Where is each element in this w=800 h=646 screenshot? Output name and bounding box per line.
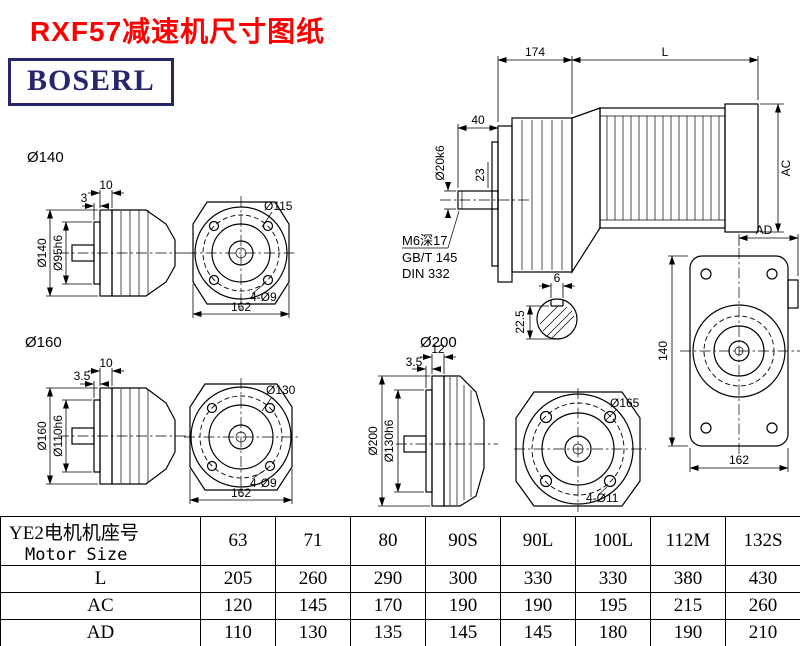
- center-hole-std-gbt: GB/T 145: [402, 250, 457, 265]
- dim-flange160-bolt-circle: Ø130: [266, 383, 296, 397]
- motor-size-header-cell: YE2电机机座号 Motor Size: [0, 516, 201, 566]
- view-flange200-side: Ø200 12 3.5 Ø200 Ø130h: [366, 334, 498, 507]
- dim-flange160-spigot: Ø110h6: [51, 415, 65, 457]
- dim-housing-height: 140: [656, 341, 670, 361]
- table-cell: 190: [500, 592, 576, 620]
- table-cell: 195: [575, 592, 651, 620]
- dim-flange200-holes: 4-Ø11: [586, 491, 619, 505]
- table-cell: 100L: [575, 516, 651, 566]
- table-cell: 260: [725, 592, 800, 620]
- dim-flange160-base: 162: [231, 486, 251, 500]
- view-flange140-side: Ø140 10 3 Ø140 Ø95h6: [27, 149, 190, 297]
- table-cell: 215: [650, 592, 726, 620]
- dim-flange200-width: 12: [431, 342, 445, 356]
- view-housing-rear: AD 140 162: [656, 223, 800, 472]
- view-flange160-side: Ø160 10 3.5 Ø160 Ø110h: [25, 334, 190, 485]
- table-cell: 190: [425, 592, 501, 620]
- table-row-ad: AD 110 130 135 145 145 180 190 210: [0, 619, 800, 646]
- table-cell: 120: [200, 592, 276, 620]
- table-cell: 170: [350, 592, 426, 620]
- table-header-row: YE2电机机座号 Motor Size 63 71 80 90S 90L 100…: [0, 516, 800, 566]
- dim-flange140-spigot: Ø95h6: [51, 235, 65, 271]
- table-cell: 135: [350, 619, 426, 646]
- dim-flange160-step: 3.5: [74, 369, 91, 383]
- header-line-cn: YE2电机机座号: [9, 522, 139, 544]
- dim-flange160-width: 10: [99, 356, 113, 370]
- technical-drawing: Ø140 10 3 Ø140 Ø95h6: [25, 45, 800, 512]
- dim-flange200-outer: Ø200: [366, 426, 380, 456]
- table-cell: 132S: [725, 516, 800, 566]
- row-label: AC: [0, 592, 201, 620]
- header-line-en: Motor Size: [25, 544, 128, 565]
- table-cell: 145: [275, 592, 351, 620]
- row-label: L: [0, 565, 201, 593]
- table-cell: 180: [575, 619, 651, 646]
- brand-logo: BOSERL: [8, 58, 174, 106]
- table-cell: 110: [200, 619, 276, 646]
- dim-flange200-spigot: Ø130h6: [382, 419, 396, 462]
- table-cell: 71: [275, 516, 351, 566]
- table-cell: 210: [725, 619, 800, 646]
- table-cell: 330: [500, 565, 576, 593]
- dim-shaft-shoulder: 23: [473, 168, 487, 182]
- label-flange200: Ø200: [420, 334, 457, 351]
- dim-key-width: 6: [554, 271, 561, 285]
- view-flange200-front: Ø165 4-Ø11: [514, 388, 646, 512]
- table-cell: 112M: [650, 516, 726, 566]
- dim-flange140-base: 162: [231, 300, 251, 314]
- table-cell: 130: [275, 619, 351, 646]
- table-cell: 145: [500, 619, 576, 646]
- dim-flange140-width: 10: [99, 178, 113, 192]
- dim-flange160-outer: Ø160: [35, 421, 49, 451]
- dim-housing-width: 162: [729, 453, 749, 467]
- center-hole-std-din: DIN 332: [402, 266, 450, 281]
- dim-motor-length: L: [662, 45, 669, 59]
- table-cell: 190: [650, 619, 726, 646]
- page-title: RXF57减速机尺寸图纸: [30, 16, 326, 47]
- dim-flange140-step: 3: [81, 191, 88, 205]
- view-flange140-front: Ø115 4-Ø9 162: [186, 196, 296, 318]
- motor-size-table: YE2电机机座号 Motor Size 63 71 80 90S 90L 100…: [0, 516, 800, 646]
- dim-gearbox-length: 174: [525, 45, 545, 59]
- view-assembly: 174 L: [402, 45, 793, 283]
- dim-shaft-diameter: Ø20k6: [433, 145, 447, 181]
- label-flange160: Ø160: [25, 334, 62, 351]
- view-flange160-front: Ø130 4-Ø9 162: [184, 378, 298, 504]
- dim-flange140-bolt-circle: Ø115: [264, 199, 293, 213]
- dim-flange140-holes: 4-Ø9: [250, 290, 277, 304]
- dim-flange200-bolt-circle: Ø165: [610, 396, 640, 410]
- dim-shaft-length: 40: [471, 113, 485, 127]
- dim-key-depth: 22.5: [513, 310, 527, 334]
- table-cell: 380: [650, 565, 726, 593]
- table-cell: 330: [575, 565, 651, 593]
- view-key-section: 6 22.5: [513, 271, 578, 340]
- row-label: AD: [0, 619, 201, 646]
- table-cell: 290: [350, 565, 426, 593]
- table-row-ac: AC 120 145 170 190 190 195 215 260: [0, 592, 800, 620]
- table-cell: 205: [200, 565, 276, 593]
- label-flange140: Ø140: [27, 149, 64, 166]
- dim-motor-height-ac: AC: [779, 159, 793, 176]
- table-cell: 430: [725, 565, 800, 593]
- table-row-l: L 205 260 290 300 330 330 380 430: [0, 565, 800, 593]
- center-hole-thread: M6深17: [402, 233, 448, 248]
- dim-flange200-step: 3.5: [406, 355, 423, 369]
- dim-ad: AD: [756, 223, 773, 237]
- table-cell: 63: [200, 516, 276, 566]
- dim-flange160-holes: 4-Ø9: [250, 476, 277, 490]
- dim-flange140-outer: Ø140: [35, 238, 49, 268]
- table-cell: 145: [425, 619, 501, 646]
- table-cell: 300: [425, 565, 501, 593]
- table-cell: 90S: [425, 516, 501, 566]
- table-cell: 90L: [500, 516, 576, 566]
- table-cell: 80: [350, 516, 426, 566]
- table-cell: 260: [275, 565, 351, 593]
